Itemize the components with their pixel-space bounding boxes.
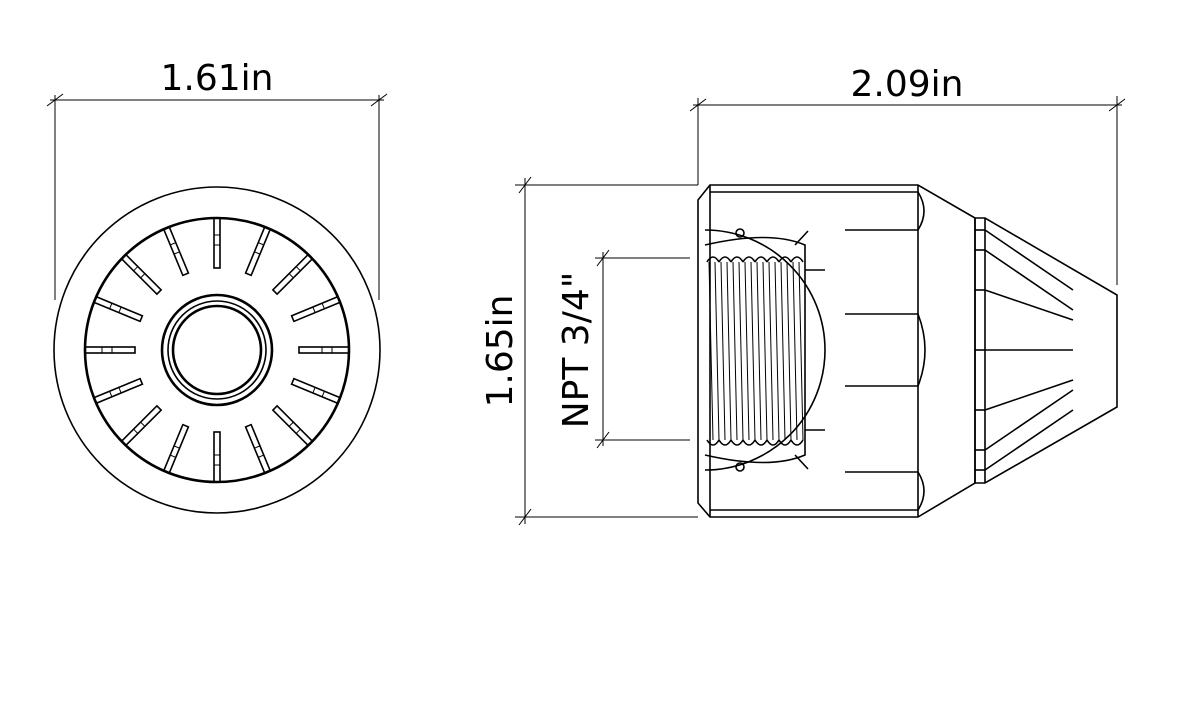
nozzle-slot <box>298 346 350 354</box>
nozzle-slot <box>271 404 314 447</box>
thread-cutaway <box>704 228 826 472</box>
hub-bore <box>171 304 263 396</box>
nozzle-slots <box>84 217 350 483</box>
nozzle-slot <box>244 423 272 475</box>
nozzle-slot <box>213 217 221 269</box>
outer-body-circle <box>53 186 381 514</box>
hub-outer <box>160 293 274 407</box>
thread-line <box>756 261 762 441</box>
thread-line <box>720 261 726 441</box>
nozzle-slot <box>162 225 190 277</box>
thread-line <box>762 261 768 441</box>
front-view: 1.61in <box>46 58 388 514</box>
thread-line <box>732 261 738 441</box>
cone-rib <box>984 379 1074 411</box>
nozzle-slot <box>290 295 342 323</box>
ribbed-nozzle-cone <box>974 217 1118 484</box>
thread-dimension: NPT 3/4" <box>556 249 690 449</box>
nozzle-slot <box>162 423 190 475</box>
thread-crests <box>706 256 804 446</box>
nozzle-slot <box>244 225 272 277</box>
length-label: 2.09in <box>851 64 964 105</box>
nozzle-slot <box>271 253 314 296</box>
cone-rib <box>984 289 1074 321</box>
thread-line <box>786 261 792 441</box>
height-dimension: 1.65in <box>480 176 698 526</box>
nozzle-slot <box>120 253 163 296</box>
width-label: 1.61in <box>161 58 274 99</box>
thread-profile <box>706 256 804 446</box>
nozzle-slot <box>120 404 163 447</box>
height-label: 1.65in <box>480 295 521 408</box>
thread-line <box>714 261 720 441</box>
nozzle-slot <box>84 346 136 354</box>
nozzle-slot <box>92 377 144 405</box>
cone-rib <box>984 409 1074 471</box>
side-view: 2.09in 1.65in NPT 3/4" <box>480 64 1126 526</box>
cone-ribs <box>975 229 1074 471</box>
thread-line <box>708 261 714 441</box>
nozzle-slot <box>92 295 144 323</box>
thread-line <box>750 261 756 441</box>
cone-rib <box>984 249 1074 311</box>
nozzle-ring <box>83 216 351 484</box>
width-dimension: 1.61in <box>46 58 388 300</box>
nozzle-slot <box>213 431 221 483</box>
thread-label: NPT 3/4" <box>556 272 597 429</box>
thread-line <box>798 261 804 441</box>
nozzle-slot <box>290 377 342 405</box>
cone-rib <box>984 229 1074 291</box>
length-dimension: 2.09in <box>689 64 1126 285</box>
hub-middle <box>167 300 267 400</box>
thread-line <box>726 261 732 441</box>
thread-line <box>780 261 786 441</box>
thread-line <box>792 261 798 441</box>
cone-rib <box>984 389 1074 451</box>
thread-line <box>738 261 744 441</box>
thread-line <box>774 261 780 441</box>
thread-line <box>768 261 774 441</box>
thread-line <box>744 261 750 441</box>
